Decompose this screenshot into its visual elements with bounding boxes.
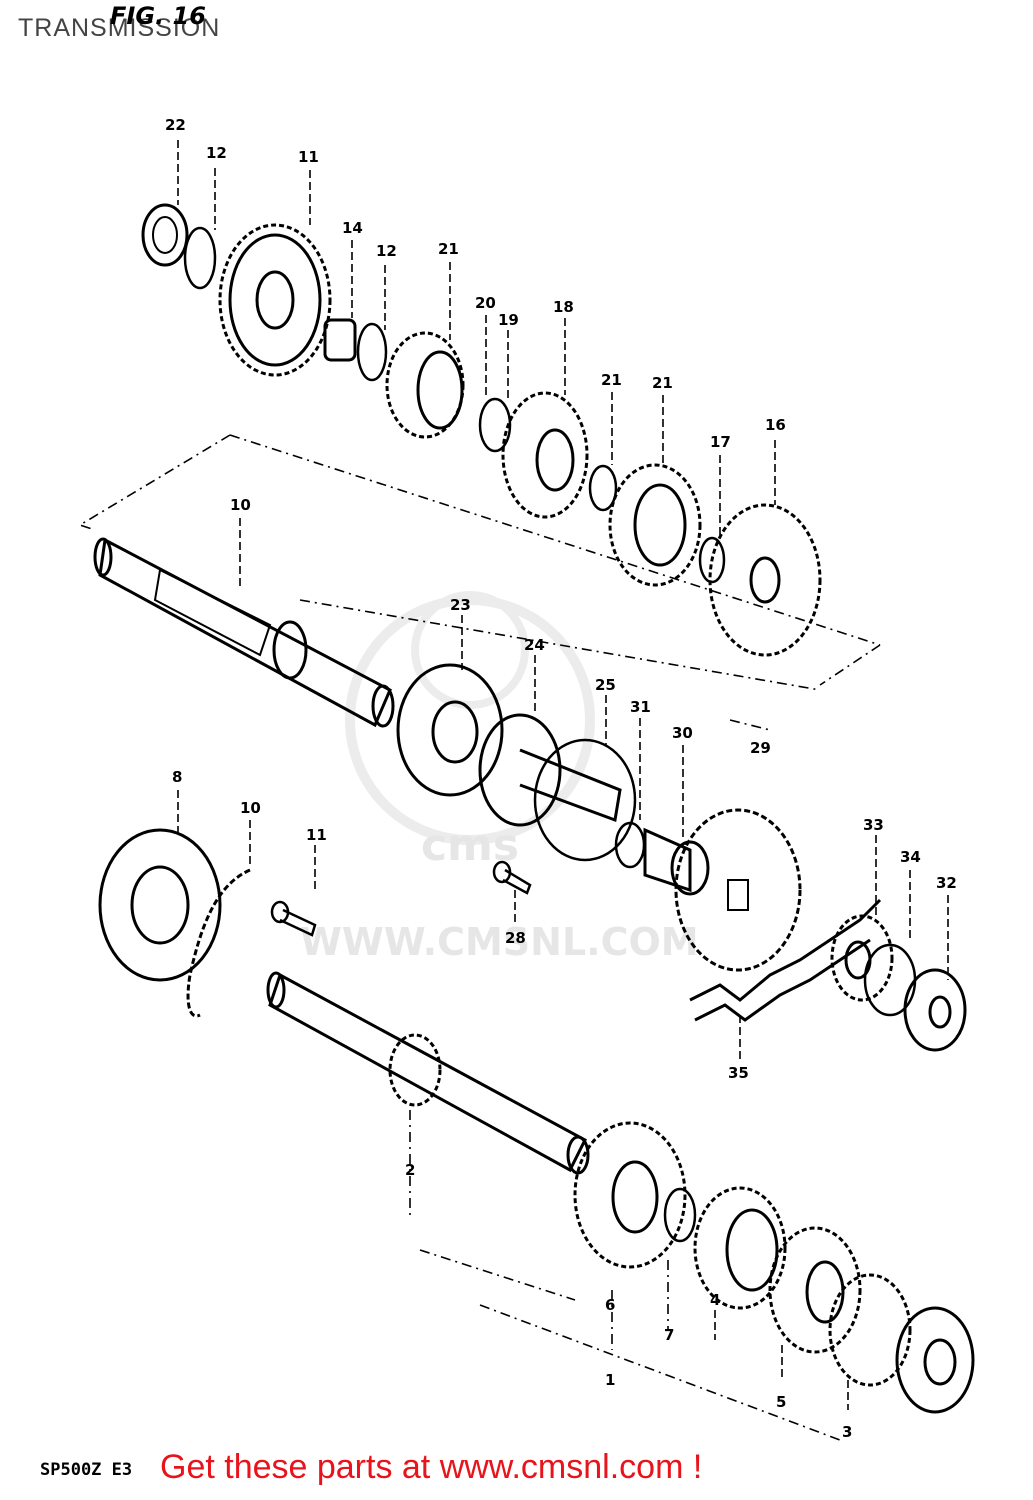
callout-27: 25 — [595, 676, 616, 694]
drive-chain-35 — [689, 898, 882, 1022]
washer-33 — [863, 943, 917, 1017]
callout-5: 5 — [776, 1393, 786, 1411]
model-code: SP500Z E3 — [40, 1460, 133, 1480]
engine-sprocket-29 — [674, 808, 802, 972]
callout-4: 4 — [710, 1291, 720, 1309]
screw-11 — [270, 900, 317, 937]
promo-link[interactable]: Get these parts at www.cmsnl.com ! — [160, 1448, 703, 1486]
callout-33: 33 — [863, 816, 884, 834]
bolt-28 — [492, 860, 532, 895]
assembly-guide-lines — [78, 434, 881, 1441]
needle-bearing-16 — [323, 318, 357, 362]
bearing-9 — [895, 1306, 975, 1414]
gear-19 — [501, 391, 589, 519]
callout-8: 8 — [172, 768, 182, 786]
callout-7: 7 — [664, 1326, 674, 1344]
driveshaft-2 — [266, 971, 590, 1175]
callout-15: 12 — [206, 144, 227, 162]
callout-10: 10 — [240, 799, 261, 817]
callout-26: 24 — [524, 636, 545, 654]
watermark-text: WWW.CMSNL.COM — [300, 920, 699, 964]
callout-24: 22 — [165, 116, 186, 134]
callout-11: 11 — [306, 826, 327, 844]
callout-25: 23 — [450, 596, 471, 614]
callout-17: 16 — [765, 416, 786, 434]
figure-label: FIG. 16 — [110, 2, 206, 30]
callout-21: 20 — [475, 294, 496, 312]
bearing-24 — [141, 203, 189, 267]
callout-20: 19 — [498, 311, 519, 329]
callout-2: 2 — [405, 1161, 415, 1179]
washer-15 — [183, 226, 217, 290]
callout-22: 21 — [652, 374, 673, 392]
callout-12: 10 — [230, 496, 251, 514]
circlip-7 — [663, 1187, 697, 1243]
bearing-8 — [98, 828, 222, 982]
callout-30: 30 — [672, 724, 693, 742]
callout-34: 34 — [900, 848, 921, 866]
oil-seal-26 — [478, 713, 622, 827]
washer-14 — [356, 322, 388, 382]
gear-22 — [608, 463, 702, 587]
gear-4 — [693, 1186, 787, 1310]
callout-32: 32 — [936, 874, 957, 892]
o-ring-27 — [533, 738, 637, 862]
nut-32 — [903, 968, 967, 1052]
callout-29: 29 — [750, 739, 771, 757]
callout-23: 21 — [438, 240, 459, 258]
callout-21b: 21 — [601, 371, 622, 389]
callout-28: 28 — [505, 929, 526, 947]
circlip-21 — [588, 464, 618, 512]
callout-13: 11 — [298, 148, 319, 166]
callout-14: 12 — [376, 242, 397, 260]
callout-1: 1 — [605, 1371, 615, 1389]
bearing-25 — [396, 663, 504, 797]
watermark: cms WWW.CMSNL.COM — [300, 591, 699, 964]
countershaft-12 — [93, 537, 395, 728]
circlip-18 — [698, 536, 726, 584]
bearing-retainer-10 — [186, 868, 251, 1018]
gear-13 — [218, 223, 332, 377]
page-title: TRANSMISSION — [18, 14, 221, 42]
circlip-20 — [478, 397, 512, 453]
gear-5 — [768, 1226, 862, 1354]
callout-6: 6 — [605, 1296, 615, 1314]
gear-3 — [828, 1273, 912, 1387]
callouts: 22 12 11 14 12 21 20 19 18 21 21 17 16 1… — [165, 116, 957, 1441]
callout-31: 31 — [630, 698, 651, 716]
gear-23 — [385, 331, 465, 439]
gear-6 — [573, 1121, 687, 1269]
callout-16: 14 — [342, 219, 363, 237]
callout-18: 17 — [710, 433, 731, 451]
callout-3: 3 — [842, 1423, 852, 1441]
callout-19: 18 — [553, 298, 574, 316]
leader-lines — [177, 140, 949, 1410]
gear-17 — [708, 503, 822, 657]
callout-35: 35 — [728, 1064, 749, 1082]
